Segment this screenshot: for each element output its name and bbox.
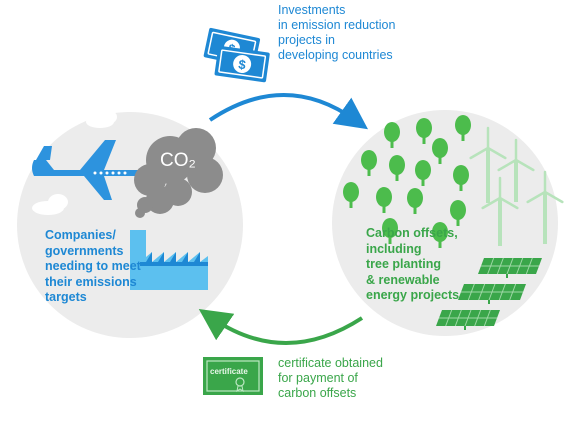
solar-panel-icon <box>458 283 526 304</box>
trees-group <box>343 115 471 248</box>
tree-icon <box>453 165 469 191</box>
solar-panel-icon <box>478 257 542 278</box>
tree-icon <box>343 182 359 208</box>
carbon-offsets-label: Carbon offsets, including tree planting … <box>366 226 460 302</box>
tree-icon <box>455 115 471 141</box>
co2-cloud-icon <box>134 128 223 218</box>
wind-turbine-icon <box>469 126 507 203</box>
tree-icon <box>389 155 405 181</box>
tree-icon <box>407 188 423 214</box>
tree-icon <box>384 122 400 148</box>
tree-icon <box>432 222 448 248</box>
solar-panel-icon <box>436 309 500 330</box>
wind-turbine-icon <box>481 176 519 246</box>
certificate-label: certificate <box>210 367 248 376</box>
tree-icon <box>415 160 431 186</box>
turbines-group <box>469 126 564 246</box>
certificate-arrow <box>198 308 364 345</box>
companies-label: Companies/ governments needing to meet t… <box>45 228 141 304</box>
tree-icon <box>361 150 377 176</box>
tree-icon <box>376 187 392 213</box>
factory-stripes <box>140 252 208 266</box>
tree-icon <box>416 118 432 144</box>
co2-label: CO₂ <box>160 150 196 171</box>
airplane-icon <box>32 140 145 200</box>
tree-icon <box>382 218 398 244</box>
money-bills-icon: $ $ <box>203 27 270 83</box>
investment-caption: Investments in emission reduction projec… <box>278 3 396 62</box>
wind-turbine-icon <box>526 170 564 244</box>
small-cloud-icon <box>32 110 117 215</box>
wind-turbine-icon <box>497 138 535 202</box>
svg-text:$: $ <box>237 57 247 73</box>
certificate-caption: certificate obtained for payment of carb… <box>278 356 383 400</box>
factory-icon <box>130 230 208 290</box>
tree-icon <box>432 138 448 164</box>
tree-icon <box>450 200 466 226</box>
certificate-icon <box>203 357 263 395</box>
solar-panels-group <box>436 257 542 330</box>
right-circle <box>332 110 558 336</box>
investment-arrow <box>208 93 369 130</box>
